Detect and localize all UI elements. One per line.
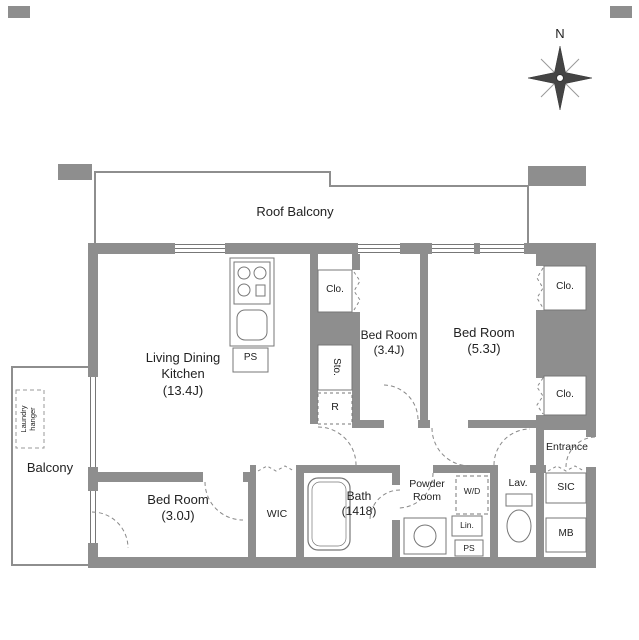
- compass-north-label: N: [555, 26, 565, 41]
- room-label-bath: Bath (1418): [341, 489, 377, 518]
- label-storage: Sto.: [331, 358, 342, 376]
- label-closet-right-upper: Clo.: [556, 281, 574, 292]
- label-linen: Lin.: [460, 520, 474, 530]
- room-label-ldk: Living Dining Kitchen (13.4J): [145, 350, 221, 398]
- door-arcs: [91, 384, 597, 549]
- closet-bifold-marks: [257, 267, 585, 472]
- room-label-lavatory: Lav.: [508, 477, 528, 489]
- label-closet-right-lower: Clo.: [556, 389, 574, 400]
- room-label-powder-room: Powder Room: [409, 478, 445, 504]
- label-meter-box: MB: [558, 528, 574, 539]
- bathtub-icon: [307, 477, 351, 551]
- toilet-icon: [505, 493, 533, 543]
- room-label-wic: WIC: [266, 508, 288, 520]
- washer-dryer-box: [455, 475, 489, 515]
- label-pipe-space-kitchen: PS: [243, 352, 258, 363]
- label-closet-top: Clo.: [326, 284, 344, 295]
- washbasin-icon: [403, 517, 447, 555]
- room-label-sic: SIC: [557, 481, 575, 493]
- room-label-entrance: Entrance: [545, 441, 589, 453]
- balcony-outline: [11, 366, 88, 566]
- room-label-balcony: Balcony: [26, 460, 74, 475]
- room-label-roof-balcony: Roof Balcony: [256, 204, 334, 219]
- label-laundry-hanger: Laundry hanger: [19, 405, 38, 433]
- label-refrigerator: R: [331, 401, 339, 413]
- storage-boxes: [232, 265, 587, 557]
- kitchen-counter-icon: [229, 257, 275, 347]
- neighbor-structures: [8, 6, 632, 18]
- label-pipe-space-lower: PS: [463, 543, 475, 553]
- windows: [88, 243, 596, 543]
- roof-balcony-outline: [58, 164, 586, 243]
- room-label-bedroom-5-3: Bed Room (5.3J): [453, 325, 515, 357]
- laundry-hanger-box: [15, 389, 45, 449]
- room-label-bedroom-3-0: Bed Room (3.0J): [147, 492, 209, 524]
- label-washer-dryer: W/D: [463, 486, 481, 496]
- room-label-bedroom-3-4: Bed Room (3.4J): [360, 328, 418, 357]
- compass-icon: [527, 45, 593, 111]
- walls: [88, 243, 596, 568]
